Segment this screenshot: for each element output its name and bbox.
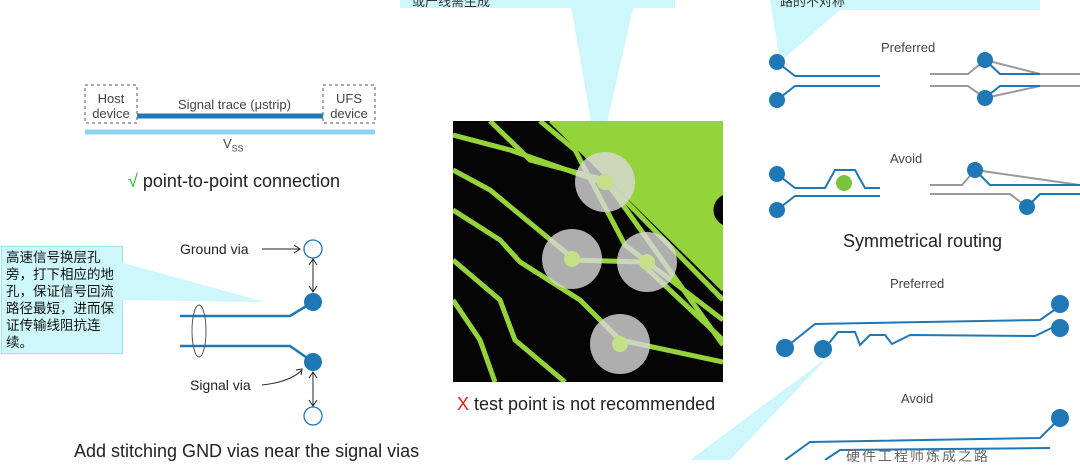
test-pad-1 bbox=[597, 174, 613, 190]
ground-via-pointer bbox=[262, 244, 301, 254]
symmetry-preferred-label: Preferred bbox=[881, 40, 936, 55]
test-point-caption-text: test point is not recommended bbox=[474, 394, 716, 414]
test-point-callout-text: 或产线需生成 bbox=[412, 0, 491, 9]
symmetry-callout-text: 路的不对称 bbox=[780, 0, 846, 9]
check-icon: √ bbox=[128, 171, 138, 191]
signal-via-pointer bbox=[261, 368, 303, 386]
vss-label: VSS bbox=[223, 136, 244, 154]
pcb-photo bbox=[453, 121, 723, 382]
lr-avoid-label: Avoid bbox=[901, 391, 934, 406]
symmetry-caption: Symmetrical routing bbox=[843, 231, 1003, 251]
pad-avoid-4 bbox=[1019, 199, 1035, 215]
avoid-asymmetric-pair bbox=[776, 169, 880, 211]
avoid-length-match bbox=[784, 417, 1061, 460]
symmetry-avoid-label: Avoid bbox=[890, 151, 923, 166]
pad-avoid-1 bbox=[769, 166, 785, 182]
test-pad-2 bbox=[564, 251, 580, 267]
pcb-trace-7 bbox=[453, 298, 498, 382]
x-icon: X bbox=[457, 394, 470, 414]
ground-via-label: Ground via bbox=[180, 241, 249, 257]
lr-pad-2 bbox=[814, 340, 832, 358]
ufs-device-box bbox=[322, 84, 376, 124]
upper-signal-trace bbox=[180, 300, 314, 318]
test-point-diagram bbox=[400, 0, 723, 382]
symmetry-callout-shape bbox=[770, 0, 1040, 62]
pcb-trace-5 bbox=[453, 258, 567, 382]
signal-trace-label: Signal trace (μstrip) bbox=[178, 97, 291, 112]
ptp-diagram bbox=[84, 84, 376, 135]
via-diagram bbox=[113, 239, 323, 426]
via-caption: Add stitching GND vias near the signal v… bbox=[74, 441, 420, 461]
ufs-label: UFS device bbox=[324, 91, 374, 121]
pcb-mount-hole bbox=[710, 191, 723, 229]
pad-avoid-3 bbox=[967, 162, 983, 178]
symmetry-diagram bbox=[769, 0, 1080, 218]
green-via bbox=[836, 175, 852, 191]
pad-pref-3 bbox=[977, 52, 993, 68]
lower-callout-shape bbox=[690, 357, 828, 460]
pad-pref-4 bbox=[977, 90, 993, 106]
lr-pad-3 bbox=[1051, 295, 1069, 313]
test-point-caption: X test point is not recommended bbox=[457, 394, 715, 415]
test-point-callout bbox=[400, 0, 675, 8]
test-pad-3 bbox=[639, 254, 655, 270]
via-callout-pointer bbox=[113, 260, 265, 302]
host-label-line1: Host bbox=[97, 91, 125, 106]
ground-via-bottom bbox=[303, 406, 323, 426]
host-label: Host device bbox=[86, 91, 136, 121]
host-label-line2: device bbox=[92, 106, 130, 121]
ufs-label-line1: UFS bbox=[336, 91, 362, 106]
watermark: 硬件工程师炼成之路 bbox=[846, 448, 990, 464]
ufs-label-line2: device bbox=[330, 106, 368, 121]
spacing-arrow-bottom bbox=[308, 371, 318, 407]
lr-pad-1 bbox=[776, 339, 794, 357]
lr-pad-5 bbox=[1051, 409, 1069, 427]
preferred-symmetric-pair bbox=[776, 61, 880, 101]
pour-edge-outline bbox=[548, 121, 723, 292]
ptp-caption-text: point-to-point connection bbox=[142, 171, 341, 191]
vss-label-main: V bbox=[223, 136, 232, 151]
host-device-box bbox=[84, 84, 138, 124]
preferred-length-match bbox=[784, 305, 1061, 349]
pad-pref-1 bbox=[769, 54, 785, 70]
lr-pad-4 bbox=[1051, 319, 1069, 337]
lower-signal-trace bbox=[180, 344, 314, 364]
pad-pref-2 bbox=[769, 92, 785, 108]
signal-via-label: Signal via bbox=[190, 377, 251, 393]
signal-via-lower bbox=[304, 353, 322, 371]
ptp-caption: √ point-to-point connection bbox=[128, 171, 340, 192]
vss-label-sub: SS bbox=[231, 143, 244, 154]
signal-via-upper bbox=[304, 293, 322, 311]
avoid-staggered-split bbox=[930, 168, 1080, 209]
lr-preferred-label: Preferred bbox=[890, 276, 945, 291]
test-point-callout-pointer bbox=[570, 0, 635, 162]
length-match-diagram bbox=[776, 295, 1069, 460]
pair-ellipse bbox=[191, 304, 207, 358]
via-callout: 高速信号换层孔旁，打下相应的地孔，保证信号回流路径最短，进而保证传输线阻抗连续。 bbox=[1, 246, 123, 354]
test-pad-4 bbox=[612, 336, 628, 352]
preferred-symmetric-split bbox=[930, 58, 1080, 100]
pad-avoid-2 bbox=[769, 202, 785, 218]
lower-callout-pointer bbox=[690, 357, 828, 460]
ground-via-top bbox=[303, 239, 323, 259]
spacing-arrow-top bbox=[308, 258, 318, 293]
